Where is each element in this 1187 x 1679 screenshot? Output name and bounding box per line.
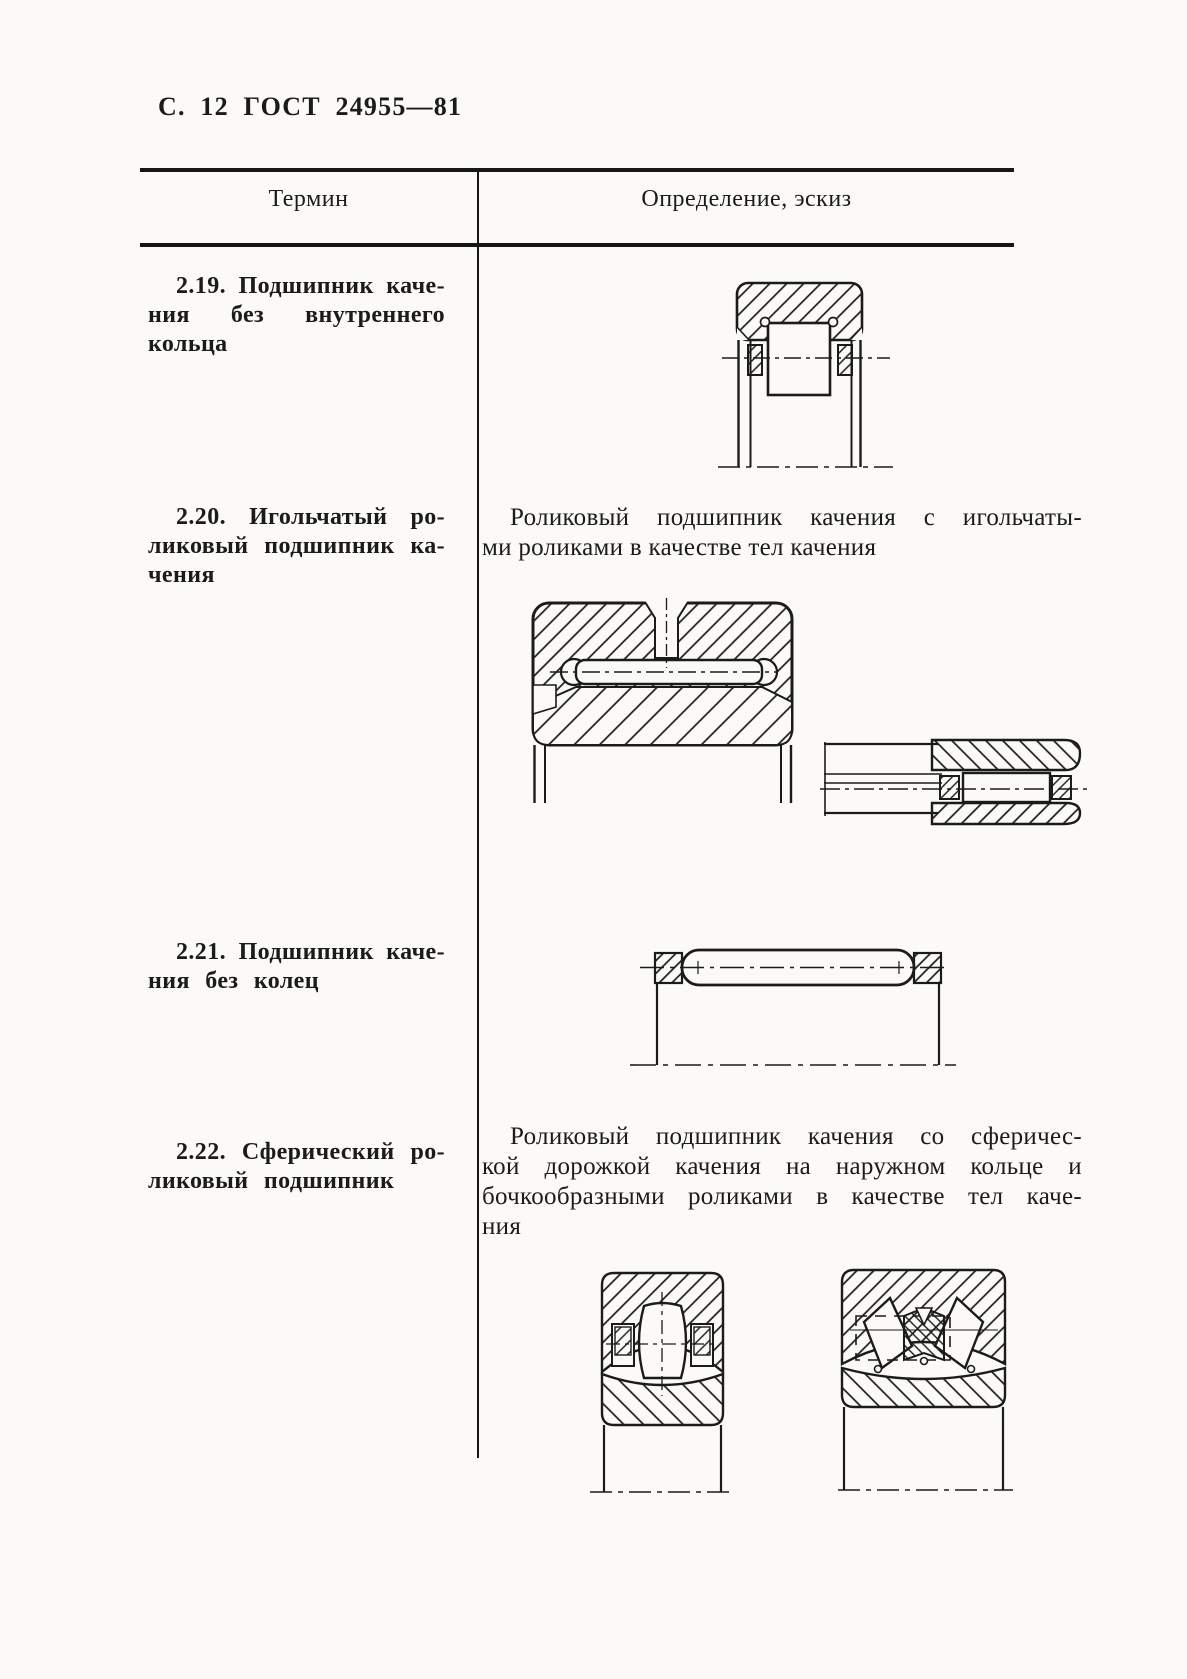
definition-line: Роликовый подшипник качения со сферичес- — [510, 1123, 1082, 1150]
term-line: 2.22. Сферический ро- — [176, 1139, 445, 1165]
sketch-2-21-needle-rollers-with-cage-icon — [630, 948, 956, 1066]
column-header-term: Термин — [268, 186, 349, 212]
term-2-21: 2.21. Подшипник каче- ния без колец — [148, 938, 445, 996]
definition-line: ния — [482, 1213, 522, 1240]
term-2-19: 2.19. Подшипник каче- ния без внутреннег… — [148, 272, 445, 359]
table-column-divider — [477, 170, 479, 1458]
definition-2-20: Роликовый подшипник качения с игольчаты-… — [482, 503, 1082, 563]
table-top-rule — [140, 168, 1014, 172]
term-line: 2.19. Подшипник каче- — [176, 273, 445, 299]
sketch-2-22-spherical-roller-bearing-double-icon — [838, 1268, 1013, 1491]
term-line: 2.20. Игольчатый ро- — [176, 504, 445, 530]
definition-line: Роликовый подшипник качения с игольчаты- — [510, 504, 1082, 531]
term-line: ликовый подшипник — [148, 1168, 395, 1194]
sketch-2-20-needle-bearing-on-shaft-icon — [820, 738, 1088, 826]
definition-line: ми роликами в качестве тел качения — [482, 534, 877, 561]
definition-2-22: Роликовый подшипник качения со сферичес-… — [482, 1122, 1082, 1242]
column-header-definition: Определение, эскиз — [641, 186, 852, 212]
sketch-2-22-spherical-roller-bearing-single-icon — [590, 1271, 735, 1493]
definition-line: бочкообразными роликами в качестве тел к… — [482, 1183, 1082, 1210]
sketch-2-20-needle-roller-bearing-icon — [531, 598, 794, 803]
term-line: кольца — [148, 331, 228, 357]
term-2-20: 2.20. Игольчатый ро- ликовый подшипник к… — [148, 503, 445, 590]
term-line: 2.21. Подшипник каче- — [176, 939, 445, 965]
page-header-label: С. 12 ГОСТ 24955—81 — [158, 92, 463, 121]
definition-line: кой дорожкой качения на наружном кольце … — [482, 1153, 1082, 1180]
term-2-22: 2.22. Сферический ро- ликовый подшипник — [148, 1138, 445, 1196]
term-line: ликовый подшипник ка- — [148, 533, 445, 559]
sketch-2-19-bearing-without-inner-ring-icon — [718, 281, 893, 468]
term-line: чения — [148, 562, 215, 588]
term-line: ния без колец — [148, 968, 319, 994]
term-line: ния без внутреннего — [148, 302, 445, 328]
table-header-rule — [140, 243, 1014, 247]
